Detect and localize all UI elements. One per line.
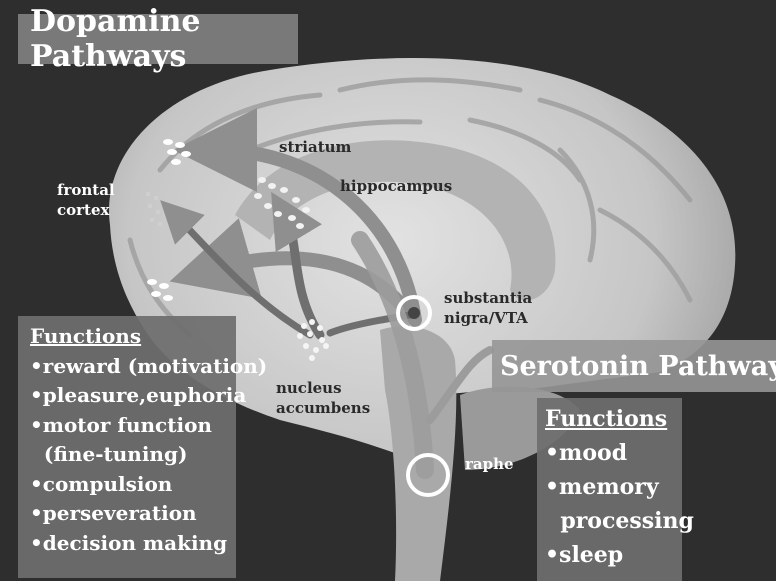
list-item: •motor function xyxy=(30,411,236,441)
list-item: processing xyxy=(545,504,682,538)
list-item: •compulsion xyxy=(30,470,236,500)
list-item: •perseveration xyxy=(30,499,236,529)
label-nucleus-accumbens: nucleus accumbens xyxy=(276,378,370,418)
serotonin-functions-heading: Functions xyxy=(545,402,682,436)
label-raphe: raphe xyxy=(465,454,514,474)
label-substantia-nigra: substantia nigra/VTA xyxy=(444,288,532,328)
list-item: •decision making xyxy=(30,529,236,559)
dopamine-functions-heading: Functions xyxy=(30,322,236,352)
list-item: •pleasure,euphoria xyxy=(30,381,236,411)
list-item: •reward (motivation) xyxy=(30,352,236,382)
serotonin-functions-list: •mood •memory processing •sleep xyxy=(545,436,682,572)
dopamine-title: Dopamine Pathways xyxy=(18,14,298,64)
label-frontal-cortex: frontal cortex xyxy=(57,180,115,220)
serotonin-functions-panel: Functions •mood •memory processing •slee… xyxy=(537,398,682,581)
list-item: •memory xyxy=(545,470,682,504)
dopamine-functions-list: •reward (motivation) •pleasure,euphoria … xyxy=(30,352,236,559)
list-item: •mood xyxy=(545,436,682,470)
list-item: (fine-tuning) xyxy=(30,440,236,470)
label-hippocampus: hippocampus xyxy=(340,176,452,196)
serotonin-title: Serotonin Pathway xyxy=(492,340,776,392)
list-item: •sleep xyxy=(545,538,682,572)
label-striatum: striatum xyxy=(279,137,351,157)
dopamine-functions-panel: Functions •reward (motivation) •pleasure… xyxy=(18,316,236,578)
